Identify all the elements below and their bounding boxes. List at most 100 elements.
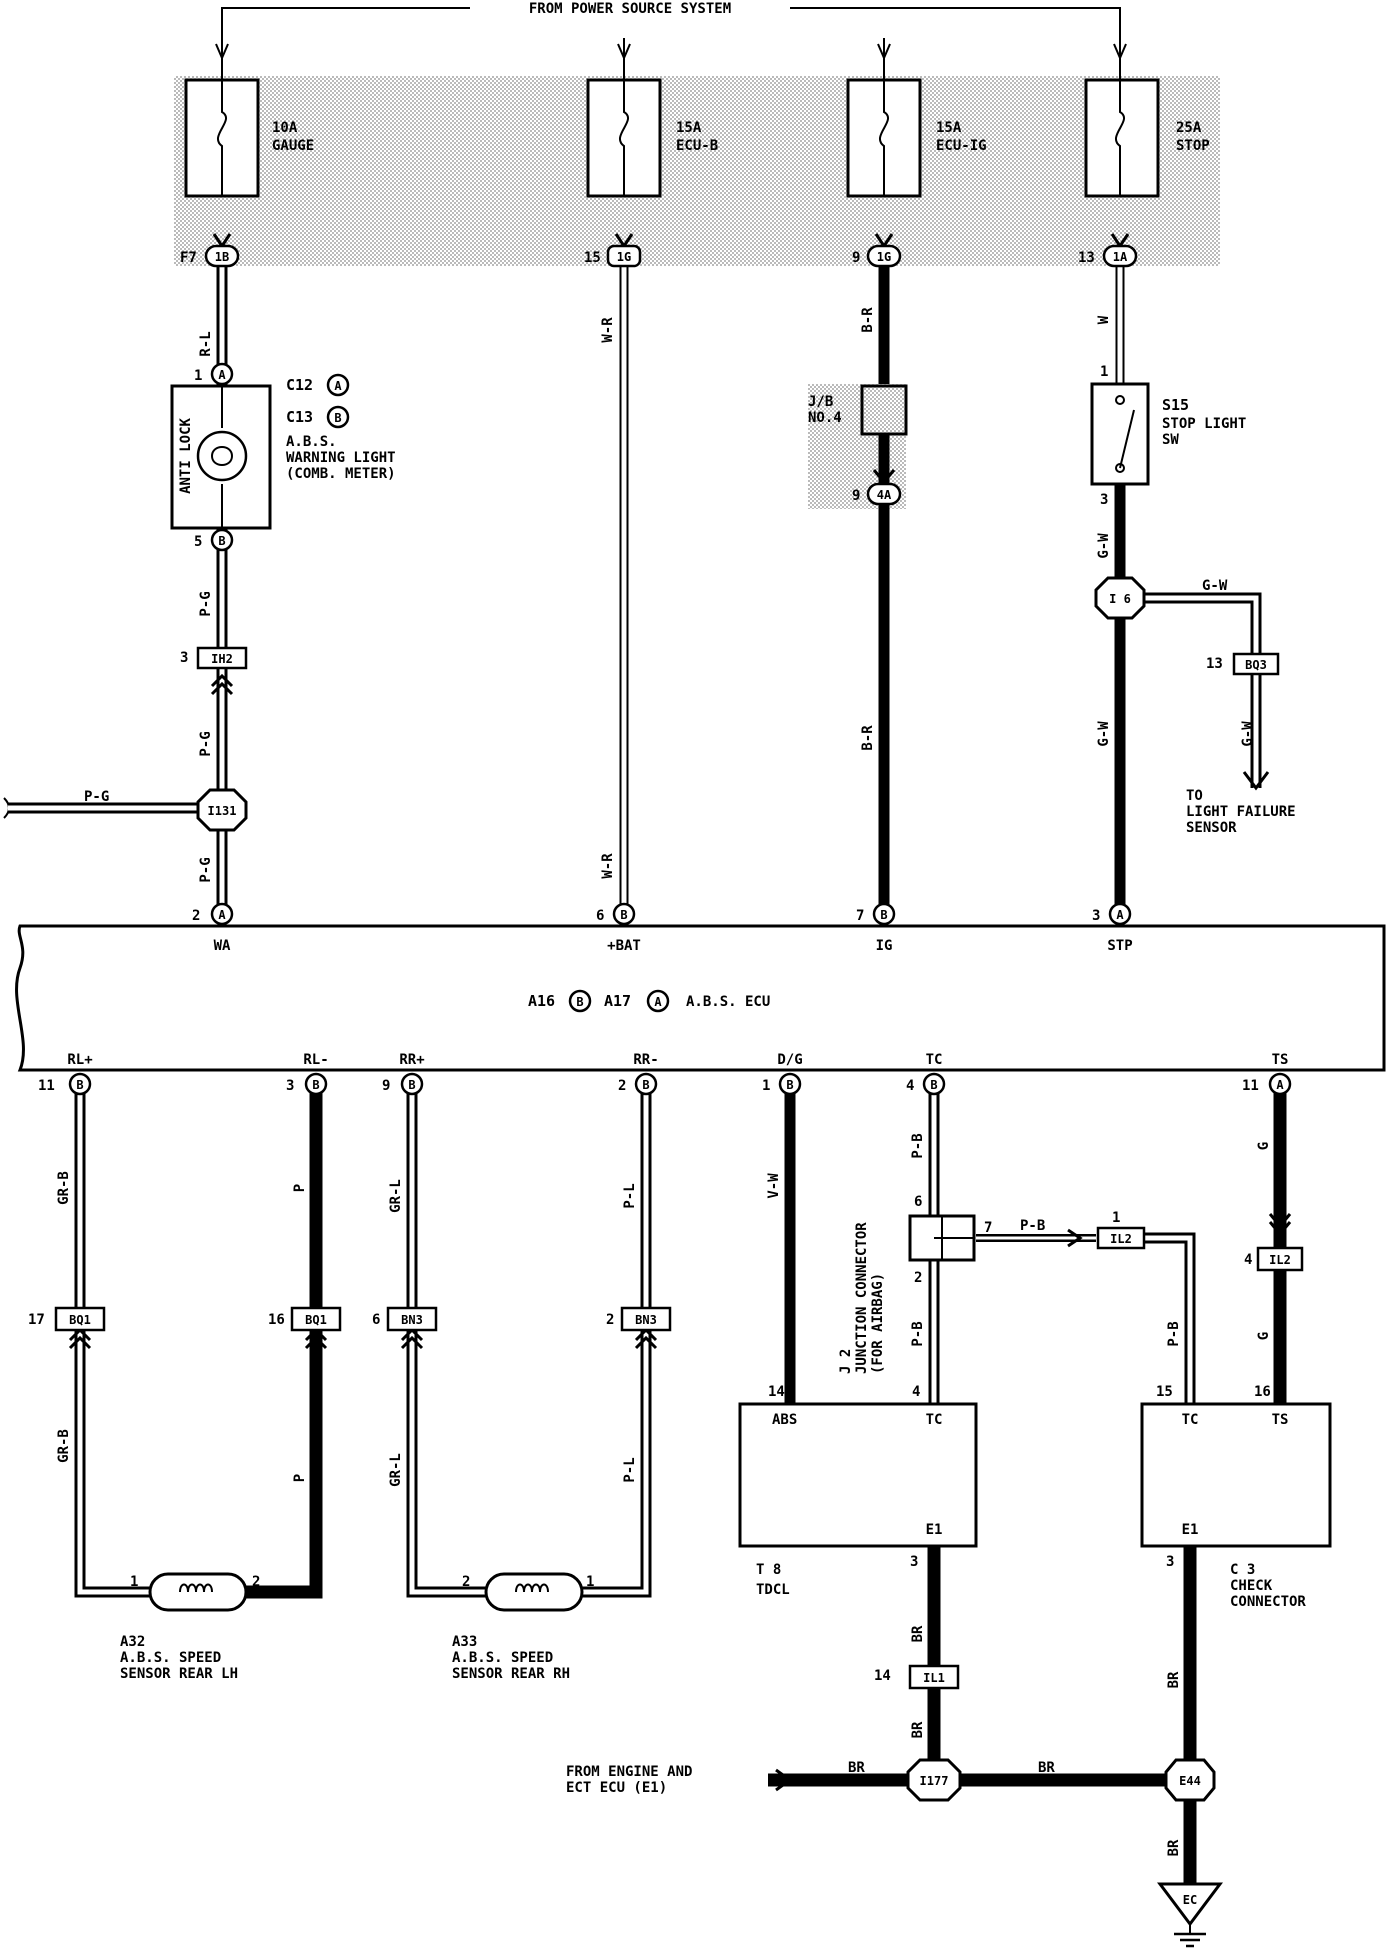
svg-text:P-B: P-B [910, 1133, 926, 1158]
svg-text:P: P [292, 1474, 308, 1482]
connector-il1: 14 IL1 [874, 1664, 960, 1690]
svg-text:9: 9 [382, 1078, 390, 1094]
svg-text:A32: A32 [120, 1634, 145, 1650]
svg-text:G: G [1256, 1142, 1272, 1150]
fuse-stop: 25A STOP [1084, 58, 1210, 198]
svg-text:C13: C13 [286, 408, 313, 426]
svg-text:P-G: P-G [198, 591, 214, 616]
svg-text:GR-L: GR-L [388, 1453, 404, 1487]
svg-text:B: B [576, 995, 583, 1009]
svg-text:W-R: W-R [600, 317, 616, 343]
svg-text:W: W [1096, 315, 1112, 324]
svg-text:13: 13 [1206, 656, 1223, 672]
svg-text:A: A [218, 908, 226, 922]
svg-text:3: 3 [1100, 492, 1108, 508]
svg-text:B-R: B-R [860, 307, 876, 333]
power-source-header: FROM POWER SOURCE SYSTEM [215, 1, 1127, 61]
fuse-name: STOP [1176, 138, 1210, 154]
speed-sensor-rear-lh: 1 2 A32 A.B.S. SPEED SENSOR REAR LH [120, 1572, 260, 1682]
svg-text:1: 1 [1100, 364, 1108, 380]
svg-text:1: 1 [194, 368, 202, 384]
svg-text:WA: WA [214, 938, 231, 954]
svg-text:S15: S15 [1162, 396, 1189, 414]
svg-text:TC: TC [926, 1052, 943, 1068]
svg-text:P-G: P-G [198, 731, 214, 756]
svg-text:3: 3 [286, 1078, 294, 1094]
svg-text:A17: A17 [604, 992, 631, 1010]
svg-text:JUNCTION CONNECTOR: JUNCTION CONNECTOR [854, 1222, 870, 1374]
svg-text:TC: TC [1182, 1412, 1199, 1428]
svg-text:B: B [408, 1078, 415, 1092]
svg-text:1A: 1A [1113, 250, 1128, 264]
svg-text:F7: F7 [180, 250, 197, 266]
svg-text:16: 16 [268, 1312, 285, 1328]
svg-text:2: 2 [192, 908, 200, 924]
svg-text:RR+: RR+ [399, 1052, 424, 1068]
svg-text:B: B [930, 1078, 937, 1092]
connector-il2: 1 IL2 4 IL2 [1096, 1210, 1304, 1272]
fuse-rating: 25A [1176, 120, 1202, 136]
svg-text:1G: 1G [617, 250, 631, 264]
svg-text:BQ3: BQ3 [1245, 658, 1267, 672]
svg-text:BR: BR [910, 1625, 926, 1642]
svg-text:P-G: P-G [84, 789, 109, 805]
svg-text:TS: TS [1272, 1052, 1289, 1068]
svg-text:B: B [620, 908, 627, 922]
abs-ecu: WA +BAT IG STP A16 B A17 A A.B.S. ECU RL… [15, 924, 1386, 1072]
svg-text:A: A [1116, 908, 1124, 922]
svg-text:GR-B: GR-B [56, 1429, 72, 1463]
svg-text:BR: BR [1038, 1760, 1055, 1776]
junction-i131: I131 [196, 788, 248, 832]
svg-text:3: 3 [910, 1554, 918, 1570]
fuse-name: GAUGE [272, 138, 314, 154]
svg-text:4: 4 [1244, 1252, 1252, 1268]
svg-text:LIGHT FAILURE: LIGHT FAILURE [1186, 804, 1296, 820]
svg-text:B: B [880, 908, 887, 922]
svg-text:E44: E44 [1179, 1774, 1201, 1788]
svg-text:RR-: RR- [633, 1052, 658, 1068]
svg-text:T 8: T 8 [756, 1562, 781, 1578]
svg-text:+BAT: +BAT [607, 938, 641, 954]
svg-text:I 6: I 6 [1109, 592, 1131, 606]
svg-text:A.B.S. SPEED: A.B.S. SPEED [452, 1650, 553, 1666]
fuse-rating: 15A [676, 120, 702, 136]
svg-text:ABS: ABS [772, 1412, 797, 1428]
svg-text:C 3: C 3 [1230, 1562, 1255, 1578]
svg-text:A: A [1276, 1078, 1284, 1092]
junction-i6: I 6 [1094, 576, 1146, 620]
svg-text:P: P [292, 1184, 308, 1192]
svg-text:2: 2 [618, 1078, 626, 1094]
svg-text:9: 9 [852, 250, 860, 266]
svg-text:1: 1 [762, 1078, 770, 1094]
svg-text:3: 3 [1166, 1554, 1174, 1570]
ground-ec: EC [1157, 1882, 1223, 1948]
svg-text:FROM ENGINE AND: FROM ENGINE AND [566, 1764, 692, 1780]
svg-text:BN3: BN3 [635, 1313, 657, 1327]
junction-block-4: J/B NO.4 9 4A [808, 384, 908, 506]
svg-text:R-L: R-L [198, 331, 214, 356]
svg-text:4: 4 [912, 1384, 920, 1400]
svg-text:RL-: RL- [303, 1052, 328, 1068]
svg-text:2: 2 [914, 1270, 922, 1286]
svg-text:B: B [334, 411, 341, 425]
svg-text:16: 16 [1254, 1384, 1271, 1400]
fuse-rating: 10A [272, 120, 298, 136]
svg-text:14: 14 [768, 1384, 785, 1400]
svg-text:7: 7 [856, 908, 864, 924]
svg-text:SENSOR REAR LH: SENSOR REAR LH [120, 1666, 238, 1682]
svg-text:15: 15 [1156, 1384, 1173, 1400]
svg-text:B: B [786, 1078, 793, 1092]
svg-text:4: 4 [906, 1078, 914, 1094]
svg-text:CHECK: CHECK [1230, 1578, 1273, 1594]
svg-text:6: 6 [372, 1312, 380, 1328]
svg-text:1: 1 [130, 1574, 138, 1590]
svg-text:BQ1: BQ1 [69, 1313, 91, 1327]
svg-text:13: 13 [1078, 250, 1095, 266]
svg-text:BR: BR [910, 1721, 926, 1738]
speed-sensor-rear-rh: 2 1 A33 A.B.S. SPEED SENSOR REAR RH [452, 1572, 594, 1682]
svg-text:P-B: P-B [910, 1321, 926, 1346]
inline-connectors: 17 BQ1 16 BQ1 6 BN3 2 BN3 [28, 1306, 672, 1332]
svg-text:P-L: P-L [622, 1183, 638, 1208]
svg-text:A.B.S.: A.B.S. [286, 434, 337, 450]
svg-text:I131: I131 [208, 804, 237, 818]
